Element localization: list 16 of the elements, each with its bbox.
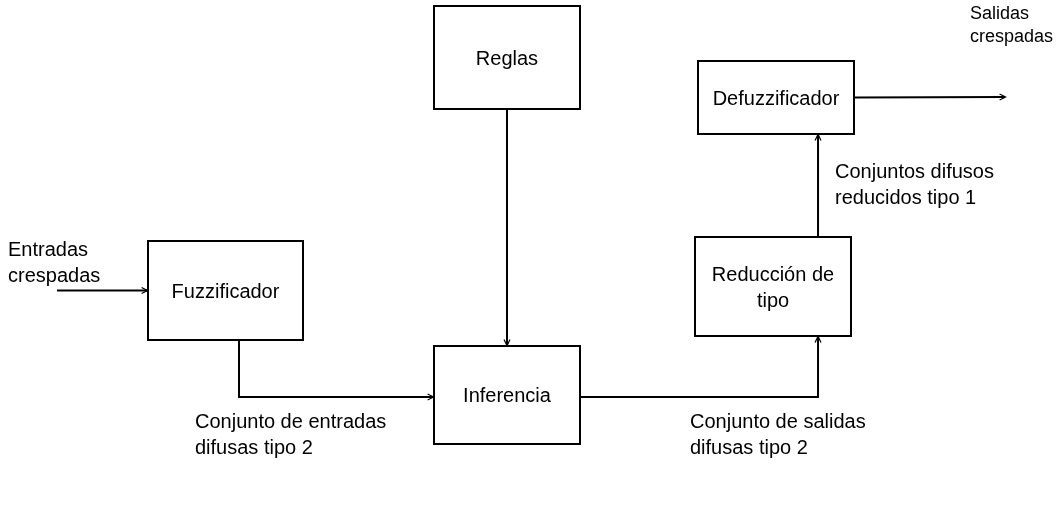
process-box: [147, 240, 304, 341]
process-box: [433, 345, 581, 445]
arrow: [56, 286, 149, 295]
box-label: Defuzzificador: [712, 85, 840, 111]
box-label: Reglas: [475, 45, 539, 71]
box-label: Reducción de tipo: [710, 261, 836, 313]
arrow: [238, 340, 435, 401]
arrow: [580, 335, 822, 398]
box-label: Inferencia: [463, 383, 551, 408]
arrow: [814, 133, 822, 237]
box-label: Fuzzificador: [171, 278, 280, 304]
arrow: [503, 109, 511, 347]
process-box: [433, 5, 581, 110]
process-box: [697, 60, 855, 135]
process-box: [694, 236, 852, 337]
arrow: [854, 93, 1007, 101]
